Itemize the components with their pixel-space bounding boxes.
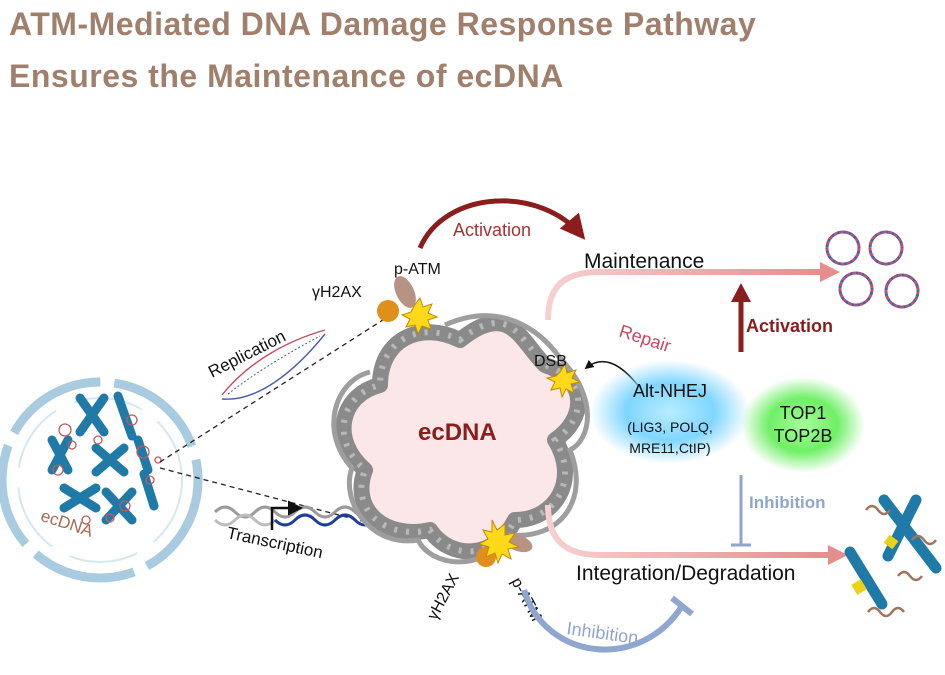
top-blob: [741, 377, 865, 473]
replication-bubble-icon: [221, 329, 326, 400]
cell-with-ecdna: ecDNA: [0, 377, 203, 583]
alt-nhej-title: Alt-NHEJ: [633, 381, 707, 401]
ecdna-cell-label: ecDNA: [38, 506, 96, 541]
transcription-label: Transcription: [225, 523, 324, 562]
gh2ax-top-label: γH2AX: [312, 284, 362, 301]
ecdna-center-label: ecDNA: [418, 419, 497, 446]
activation-arrow-top: [417, 198, 586, 250]
maintenance-branch-arrow: [545, 269, 820, 321]
integration-arrowhead: [828, 545, 848, 565]
inhibition-bar-bottom: [670, 595, 694, 617]
patm-top-label: p-ATM: [394, 261, 441, 278]
top1-label: TOP1: [780, 403, 827, 423]
maintenance-label: Maintenance: [584, 250, 704, 273]
integration-label: Integration/Degradation: [576, 562, 796, 585]
alt-nhej-line2: MRE11,CtIP): [629, 440, 710, 456]
activation-top-label: Activation: [453, 220, 531, 240]
integration-branch-arrow: [545, 504, 830, 558]
atm-complex-top: [377, 276, 439, 336]
ecdna-ring: [331, 313, 590, 565]
ecdna-circles-icon: [825, 230, 920, 309]
inhibition-arrow-bottom: [521, 589, 685, 653]
page-title-line-2: Ensures the Maintenance of ecDNA: [9, 58, 564, 94]
atm-complex-bottom: [476, 519, 533, 567]
top2b-label: TOP2B: [774, 426, 833, 446]
page-title-line-1: ATM-Mediated DNA Damage Response Pathway: [9, 6, 757, 42]
maintenance-arrowhead: [820, 262, 840, 282]
inhibition-right-label: Inhibition: [749, 493, 825, 512]
replication-label: Replication: [205, 326, 289, 381]
activation-right-label: Activation: [746, 316, 833, 336]
connector-lower: [159, 467, 389, 529]
dsb-star-icon: [545, 362, 582, 399]
alt-nhej-blob: [590, 360, 750, 464]
activation-arrowhead-right: [731, 283, 751, 302]
alt-nhej-line1: (LIG3, POLQ,: [627, 419, 713, 435]
dsb-label: DSB: [534, 353, 567, 370]
gh2ax-bottom-label: γH2AX: [425, 571, 464, 623]
repair-label: Repair: [617, 321, 674, 356]
chromosome-fragments-icon: [844, 494, 942, 618]
